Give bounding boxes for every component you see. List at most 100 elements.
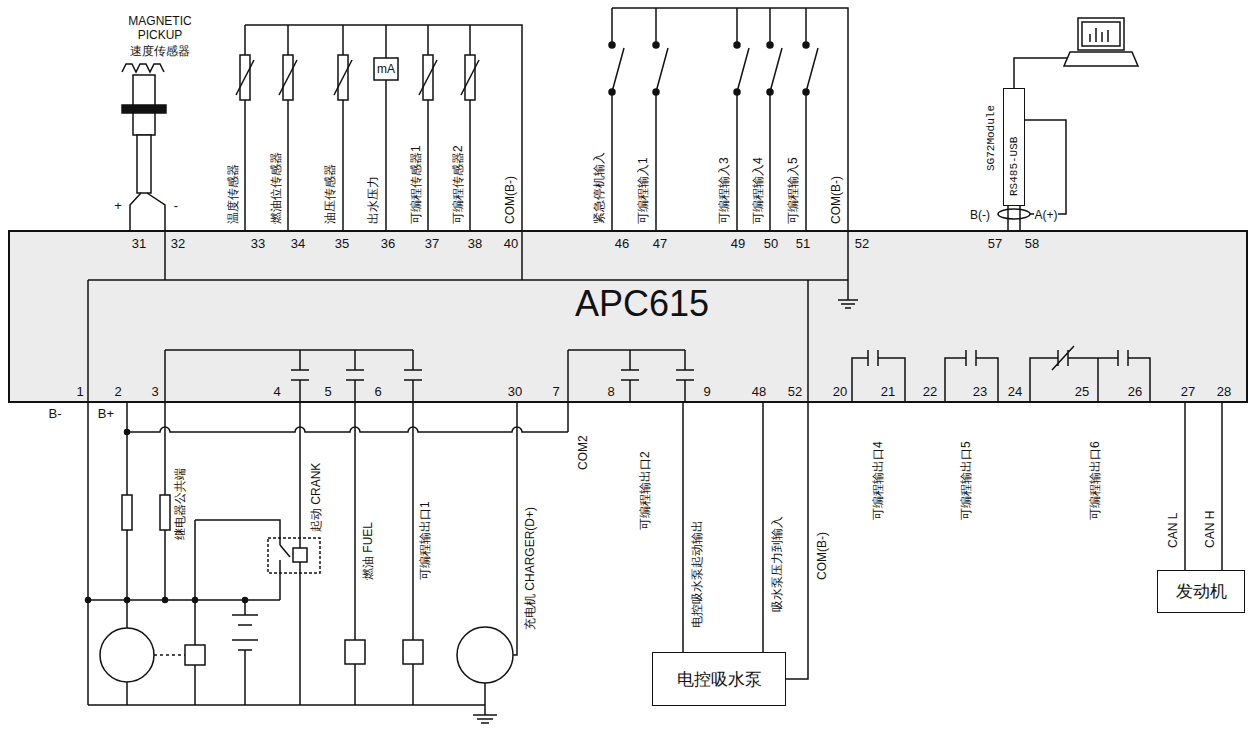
pin-number: 51: [796, 236, 810, 251]
pc-link: [998, 18, 1138, 219]
pin-number: 26: [1128, 384, 1142, 399]
signal-label: 可编程输出口1: [418, 501, 432, 580]
signal-label: 燃油 FUEL: [361, 522, 375, 580]
pin-number: 52: [788, 384, 802, 399]
pc-link: [1078, 18, 1124, 50]
power-circuit: [185, 645, 205, 665]
pin-number: 46: [615, 236, 629, 251]
power-circuit: [457, 627, 513, 683]
edge-label: CAN H: [1203, 511, 1217, 548]
power-circuit: [86, 598, 91, 603]
pin-number: 50: [764, 236, 778, 251]
signal-label: 可编程传感器1: [409, 145, 423, 224]
pin-number: 23: [973, 384, 987, 399]
pin-number: 38: [468, 236, 482, 251]
input-switches: [734, 42, 740, 48]
signal-label: 可编程输入5: [786, 157, 800, 224]
signal-label: 起动 CRANK: [309, 463, 323, 532]
input-switches: [609, 8, 848, 230]
controller-box: APC615: [8, 230, 1248, 403]
power-circuit: [86, 430, 248, 603]
signal-label: 温度传感器: [226, 164, 240, 224]
power-circuit: [345, 640, 365, 664]
pin-number: 5: [324, 384, 331, 399]
signal-label: 可编程输出口5: [959, 441, 973, 520]
magnetic-pickup: [122, 64, 166, 230]
controller-fill: [8, 230, 1248, 403]
power-circuit: [268, 538, 320, 573]
pin-number: 30: [508, 384, 522, 399]
input-switches: [767, 89, 773, 95]
wire-connector: [786, 403, 808, 679]
input-switches: [612, 8, 848, 230]
edge-label: 电控吸水泵起动输出: [690, 520, 704, 628]
input-switches: [653, 89, 659, 95]
internal-wiring: [88, 230, 848, 705]
signal-label: 可编程输入4: [751, 157, 765, 224]
pin-number: 24: [1008, 384, 1022, 399]
input-switches: [609, 89, 615, 95]
pin-number: 21: [881, 384, 895, 399]
pin-number: 28: [1217, 384, 1231, 399]
edge-label: A(+): [1034, 208, 1057, 223]
magnetic-pickup: [137, 135, 151, 193]
pin-number: 25: [1075, 384, 1089, 399]
signal-label: 充电机 CHARGER(D+): [523, 507, 537, 630]
pc-link: [1090, 28, 1108, 42]
node-text: 电控吸水泵: [677, 668, 762, 691]
power-circuit: [160, 495, 170, 530]
pin-number: 3: [151, 384, 158, 399]
edge-label: 吸水泵压力到输入: [770, 516, 784, 612]
pin-number: 2: [114, 384, 121, 399]
magnetic-pickup: [122, 64, 164, 72]
signal-label: COM(B-): [829, 176, 843, 224]
power-circuit: [163, 598, 168, 603]
node-text: 发动机: [1176, 580, 1227, 603]
signal-label: 紧急停机输入: [592, 152, 606, 224]
pin-number: 40: [504, 236, 518, 251]
power-circuit: [125, 598, 130, 603]
pin-number: 6: [374, 384, 381, 399]
pin-number: 47: [653, 236, 667, 251]
sensor-wiring: [374, 58, 398, 80]
pin-number: 57: [988, 236, 1002, 251]
node-text: APC615: [575, 282, 709, 325]
power-circuit: [243, 598, 248, 603]
power-circuit: [193, 598, 198, 603]
pin-number: 4: [273, 384, 280, 399]
pin-number: 32: [171, 236, 185, 251]
power-circuit: [88, 403, 485, 705]
signal-label: 可编程输出口6: [1088, 441, 1102, 520]
pin-number: 1: [76, 384, 83, 399]
wire-connector: [1007, 206, 1009, 230]
pin-number: 9: [703, 384, 710, 399]
power-circuit: [403, 640, 423, 664]
wire-connector: [762, 403, 764, 652]
sensor-wiring: [236, 25, 522, 230]
pin-number: 33: [251, 236, 265, 251]
sensor-wiring: [236, 60, 479, 95]
internal-wiring: [1030, 346, 1150, 403]
pc-link: [998, 209, 1030, 219]
pin-number: 34: [291, 236, 305, 251]
edge-label: B(-): [970, 208, 990, 223]
pin-number: 52: [855, 236, 869, 251]
signal-label: 可编程输入3: [717, 157, 731, 224]
pump-box: 电控吸水泵: [652, 652, 786, 706]
pin-number: 49: [731, 236, 745, 251]
input-switches: [803, 89, 809, 95]
sensor-wiring: [245, 25, 522, 230]
signal-label: 速度传感器: [130, 44, 190, 58]
power-circuit: [195, 520, 290, 705]
signal-label: COM(B-): [503, 176, 517, 224]
input-switches: [653, 42, 659, 48]
input-switches: [803, 42, 809, 48]
pin-number: 20: [833, 384, 847, 399]
input-switches: [767, 42, 773, 48]
signal-label: +: [114, 198, 122, 213]
edge-label: COM(B-): [815, 532, 829, 580]
